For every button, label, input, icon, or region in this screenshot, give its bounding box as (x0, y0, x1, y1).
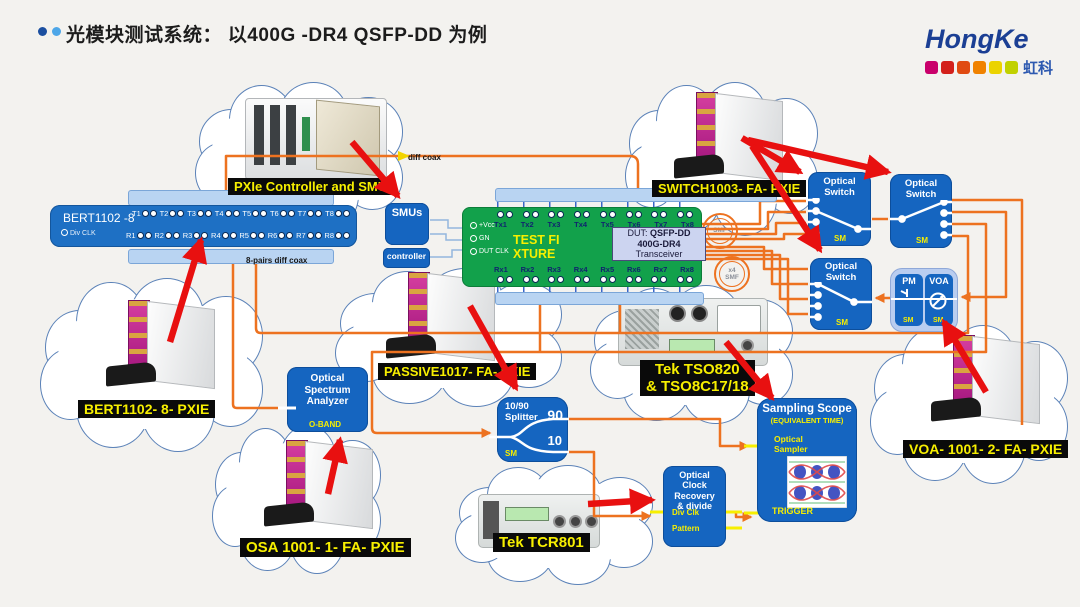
switch-module-image (668, 92, 788, 187)
tag-tcr801: Tek TCR801 (493, 533, 590, 552)
splitter-node: 10/90 Splitter 90 10 SM (489, 397, 569, 462)
osa-input-stub (278, 406, 296, 410)
title-bullet-dark (38, 27, 47, 36)
logo-square-icon (957, 61, 970, 74)
tx-connector-dots (497, 211, 693, 218)
ocr-line: & divide (676, 501, 712, 512)
splitter-glyph-icon (489, 417, 569, 454)
dut-box: DUT: QSFP-DD 400G-DR4 Transceiver (612, 227, 706, 261)
clock-recovery-node: Optical Clock Recovery & divide Div Clk … (663, 466, 726, 547)
tag-tso820: Tek TSO820 & TSO8C17/18 (640, 360, 755, 396)
rx-connector-dots (497, 276, 693, 283)
switch-glyph-icon (810, 282, 872, 321)
hongke-logo: HongKe 虹科 (925, 24, 1055, 78)
sm-label: SM (836, 318, 848, 327)
dut-model: QSFP-DD (650, 227, 691, 238)
sm-label: SM (834, 234, 846, 243)
scope-title: Sampling Scope (762, 403, 852, 415)
osa-line: Spectrum (304, 384, 351, 396)
splitter-line: Splitter (505, 411, 538, 423)
fixture-bottom-strip (495, 292, 704, 305)
passive-module-image (380, 272, 500, 367)
tag-tso820-line2: & TSO8C17/18 (646, 378, 749, 395)
trigger-label: TRIGGER (772, 506, 814, 516)
optical-switch-node-1: Optical Switch SM (808, 172, 871, 246)
splitter-10-label: 10 (547, 433, 562, 448)
sampling-scope-node: Sampling Scope (EQUIVALENT TIME) Optical… (757, 398, 857, 522)
diff-coax-arrow-icon (398, 151, 410, 161)
osa-node: Optical Spectrum Analyzer O-BAND (278, 367, 368, 432)
page-title: 光模块测试系统： 以400G -DR4 QSFP-DD 为例 (66, 25, 488, 46)
bert-name: BERT1102 -8 (63, 211, 135, 225)
splitter-line: 10/90 (505, 401, 529, 412)
logo-cn-text: 虹科 (1023, 60, 1054, 77)
fixture-top-ticks (497, 199, 697, 208)
bert-module-image (100, 300, 230, 395)
optical-switch-label: Optical Switch (904, 178, 938, 200)
tag-tso820-line1: Tek TSO820 (654, 361, 740, 378)
dut-prefix: DUT: (627, 227, 648, 238)
osa-line: Analyzer (306, 396, 349, 407)
x4-text: x4 (728, 266, 736, 274)
logo-square-icon (925, 61, 938, 74)
divclk-label: Div Clk (672, 508, 700, 517)
dut-type: Transceiver (635, 249, 683, 260)
fixture-title: TEST FIXTURE (513, 233, 560, 261)
ocr-line: Clock (682, 480, 707, 491)
eye-diagram-image (787, 456, 847, 508)
logo-square-icon (941, 61, 954, 74)
tag-switch1003: SWITCH1003- FA- PXIE (652, 180, 807, 197)
ocr-line: Optical (679, 470, 710, 480)
smus-node: SMUs (385, 203, 429, 245)
tag-voa1001: VOA- 1001- 2- FA- PXIE (903, 440, 1069, 458)
pm-label: PM (902, 276, 916, 286)
sm-label: SM (505, 449, 517, 458)
optical-switch-label: Optical Switch (824, 261, 858, 283)
tag-osa1001: OSA 1001- 1- FA- PXIE (240, 538, 411, 557)
osa-line: Optical (310, 373, 345, 384)
optical-switch-node-3: Optical Switch SM (810, 258, 872, 330)
oband-label: O-BAND (309, 420, 341, 429)
sm-label: SM (933, 317, 944, 324)
pin-vcc: +Vcc (479, 222, 495, 229)
logo-square-icon (1005, 61, 1018, 74)
pin-dutclk: DUT CLK (479, 248, 509, 255)
osa-module-image (258, 440, 373, 540)
logo-wordmark: HongKe (925, 24, 1029, 54)
pm-voa-glyph-icon (891, 289, 957, 310)
controller-label: controller (386, 251, 427, 261)
smf-text: SMF (725, 274, 739, 281)
tag-pxie-controller: PXIe Controller and SMU (228, 178, 394, 195)
bert-bottom-connector-strip (128, 249, 334, 264)
sm-label: SM (903, 317, 914, 324)
tag-bert1102: BERT1102- 8- PXIE (78, 400, 216, 418)
fixture-bottom-ticks (497, 285, 697, 293)
smus-label: SMUs (391, 207, 423, 219)
diff-coax-note: diff coax (408, 153, 441, 162)
dut-speed: 400G-DR4 (637, 238, 681, 249)
sampler-label: Optical Sampler (774, 434, 808, 455)
bert-divclk-port: Div CLK (61, 229, 96, 237)
coax-note: 8-pairs diff coax (246, 256, 308, 265)
controller-node: controller (383, 248, 430, 268)
scope-subtitle: (EQUIVALENT TIME) (770, 416, 844, 426)
pattern-label: Pattern (672, 524, 700, 533)
switch-glyph-icon (890, 200, 952, 239)
pin-gn: GN (479, 235, 490, 242)
optical-switch-label: Optical Switch (823, 176, 856, 198)
optical-switch-node-2: Optical Switch SM (890, 174, 952, 248)
logo-square-icon (989, 61, 1002, 74)
smf-text: SMF (713, 227, 727, 235)
title-bullet-light (52, 27, 61, 36)
voa-label: VOA (929, 276, 949, 286)
sm-label: SM (916, 236, 928, 245)
ocr-line: Recovery (674, 490, 715, 501)
logo-square-icon (973, 61, 986, 74)
